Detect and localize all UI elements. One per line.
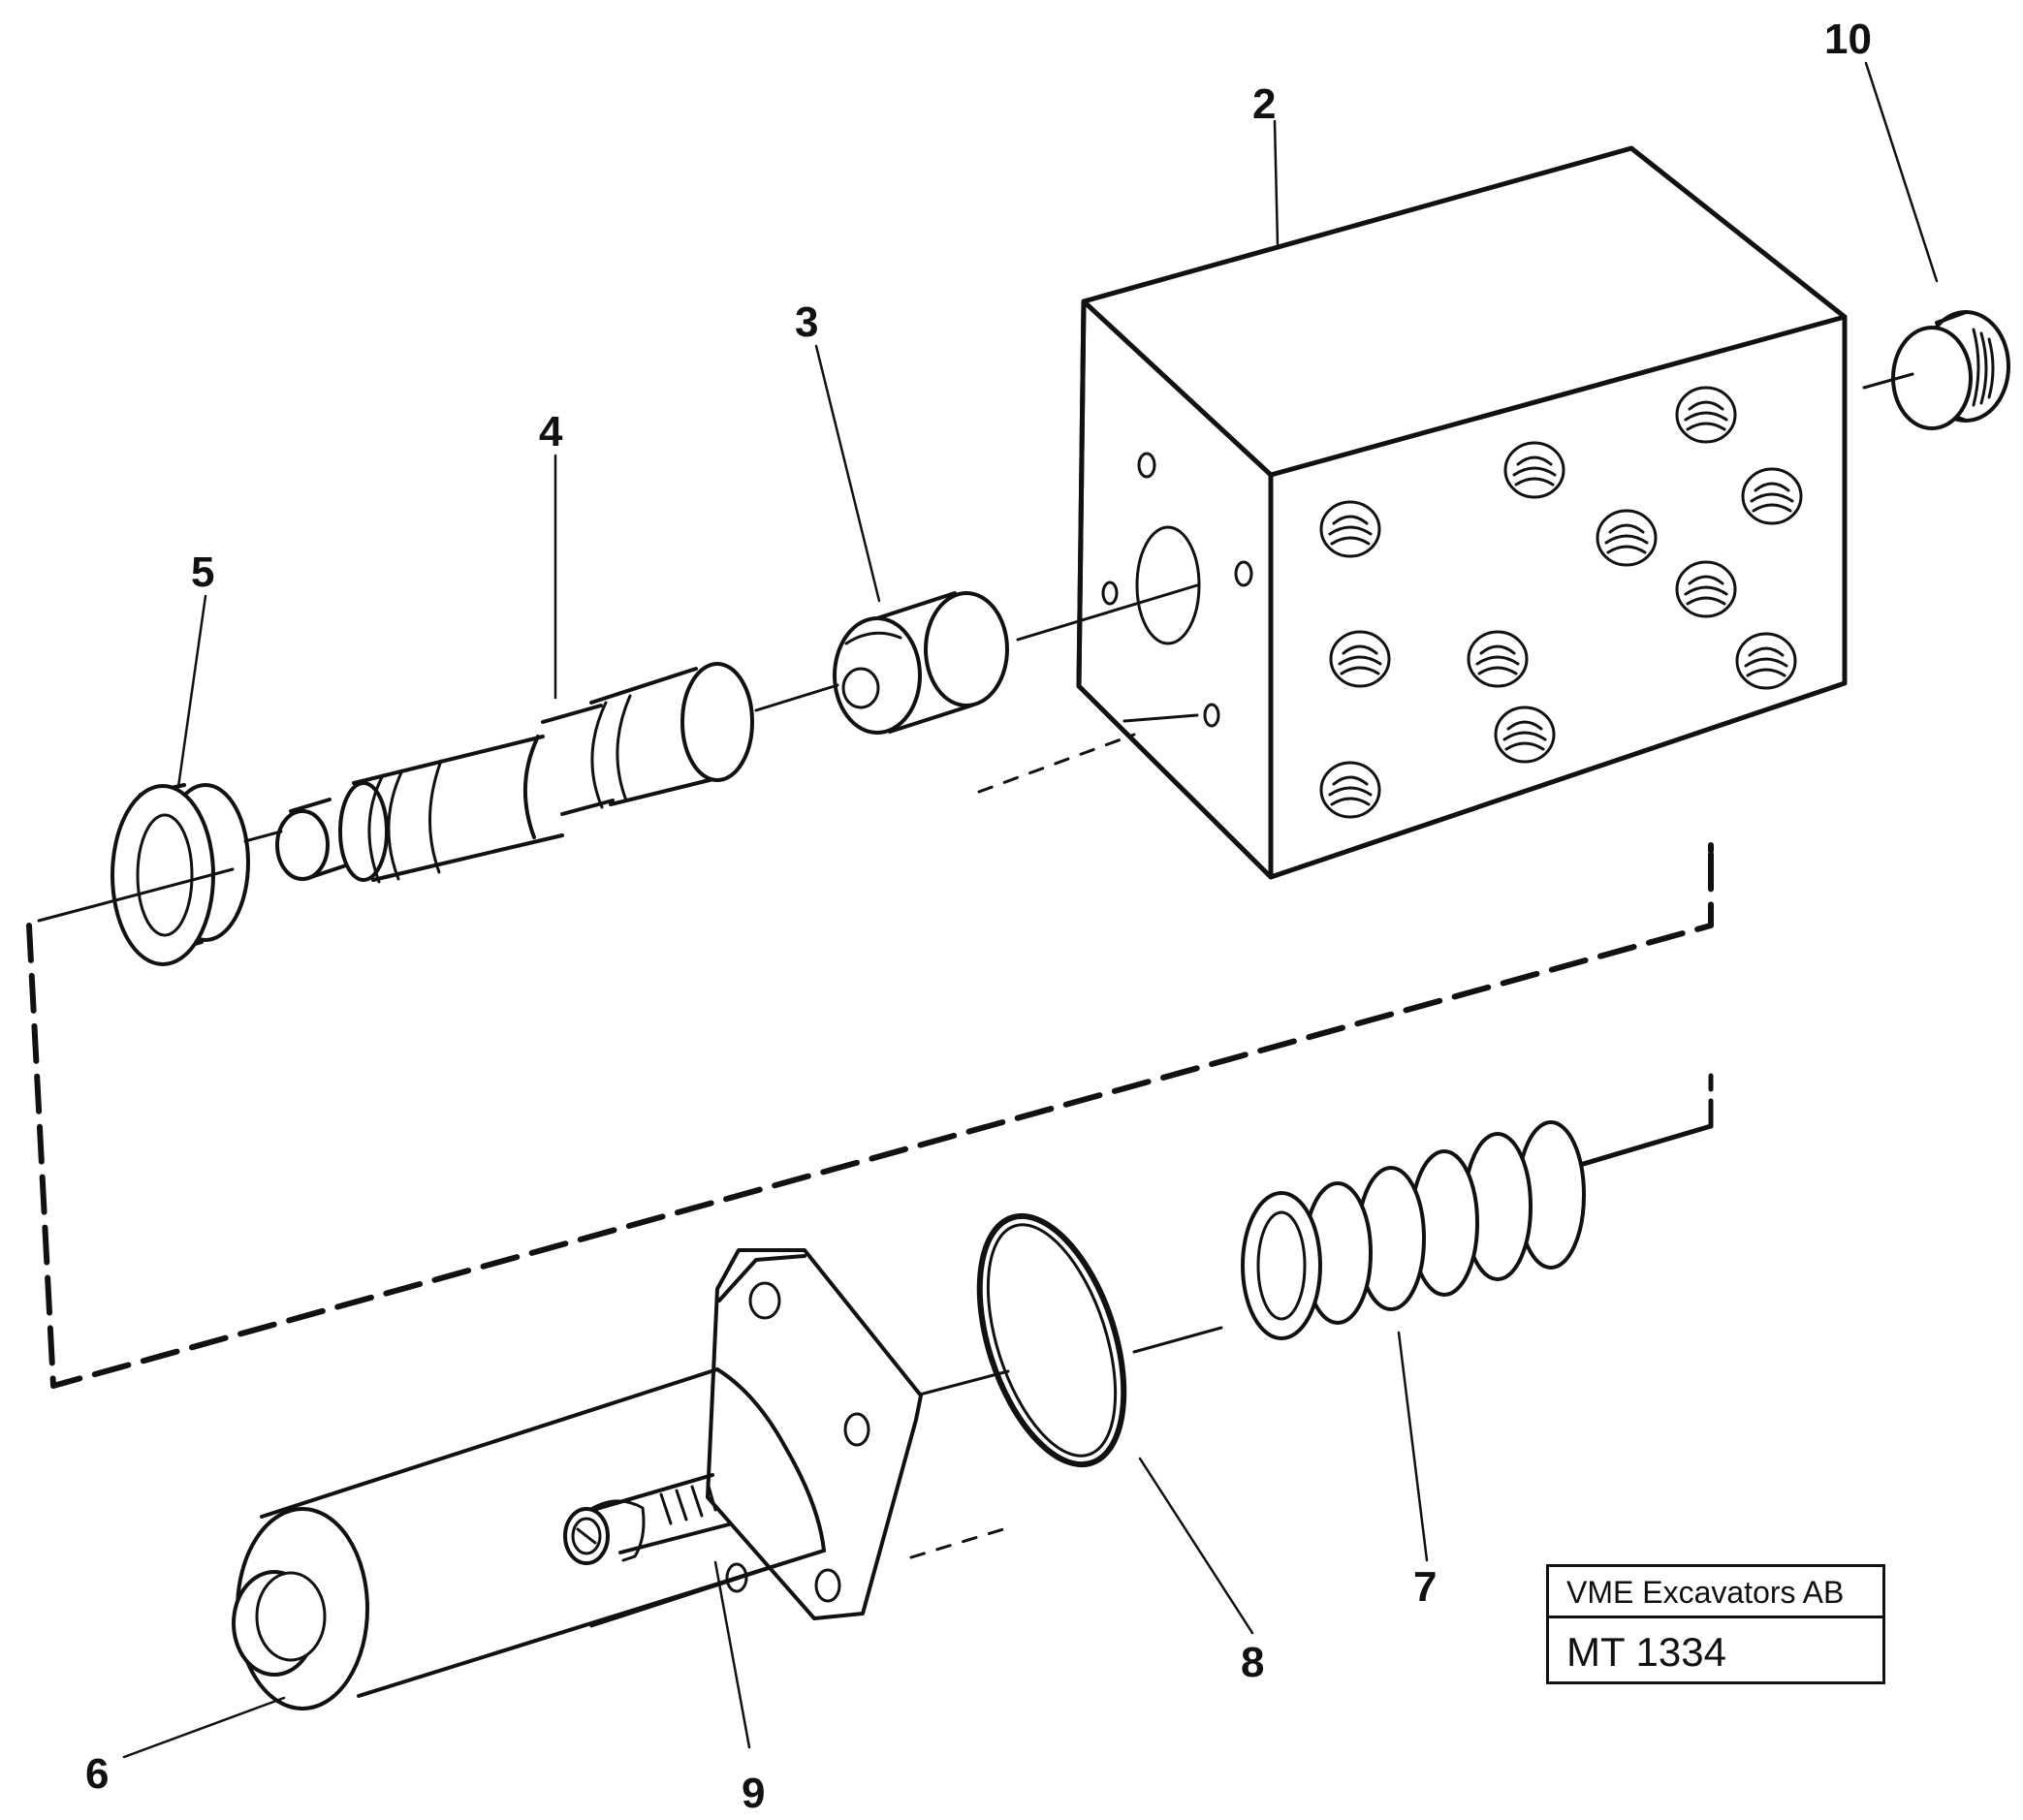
callout-9: 9 (742, 1770, 765, 1817)
callout-4: 4 (539, 408, 563, 455)
o-ring-part-8 (976, 1212, 1127, 1468)
cap-screw-part-9 (563, 1473, 826, 1628)
plug-part-10 (1891, 310, 2010, 430)
spool-part-4 (275, 662, 754, 884)
callout-numbers: 2 3 4 5 6 7 8 9 10 (85, 16, 1872, 1817)
callout-10: 10 (1824, 16, 1872, 63)
drawing-code: MT 1334 (1566, 1629, 1726, 1675)
callout-2: 2 (1252, 80, 1276, 128)
dashed-leaders (909, 733, 1136, 1559)
valve-block (1076, 145, 1848, 880)
housing-part-6 (232, 1248, 923, 1710)
company-name: VME Excavators AB (1549, 1567, 1882, 1618)
spring-part-7 (1241, 1073, 1714, 1340)
callout-8: 8 (1241, 1639, 1264, 1686)
assembly-axis-lines (37, 372, 1914, 1397)
callout-6: 6 (85, 1750, 109, 1798)
drawing-title-block: VME Excavators AB MT 1334 (1546, 1564, 1885, 1684)
callout-leader-lines (122, 61, 1939, 1759)
piston-part-3 (833, 591, 1009, 735)
seal-ring-part-5 (111, 783, 250, 966)
assembly-loop (26, 842, 1714, 1389)
callout-7: 7 (1413, 1563, 1437, 1611)
valve-block-ports (1319, 386, 1803, 819)
callout-5: 5 (191, 549, 214, 596)
callout-3: 3 (795, 298, 818, 346)
